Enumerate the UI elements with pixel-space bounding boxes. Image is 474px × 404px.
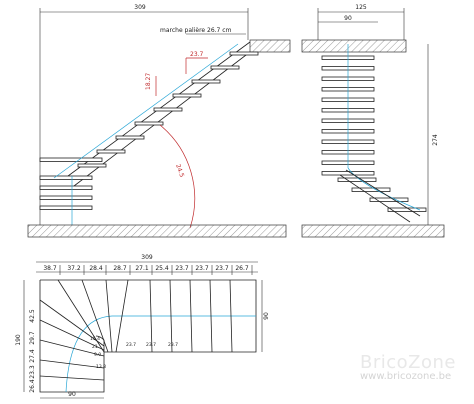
going-dim: 23.7 <box>190 51 204 58</box>
plan-tread-line <box>81 279 109 353</box>
front-tread <box>77 163 107 168</box>
plan-tread-line <box>189 279 193 353</box>
plan-winder-line <box>39 339 105 357</box>
side-tread <box>369 197 409 202</box>
front-stack-tread <box>39 205 93 210</box>
plan-tread-line <box>149 279 153 353</box>
plan-inner-dims: 15.4 21 9.0 13.8 23.7 23.7 23.7 <box>90 336 178 370</box>
front-stack-tread <box>39 157 103 162</box>
side-upper-slab <box>301 39 407 53</box>
front-tread <box>153 107 183 112</box>
plan-left-dim: 42.5 <box>29 309 36 323</box>
plan-inner-dim: 13.8 <box>96 364 106 370</box>
plan-going-label: 37.2 <box>67 265 81 272</box>
plan-going-label: 28.4 <box>89 265 103 272</box>
landing-tread-note: marche palière 26.7 cm <box>160 27 232 34</box>
watermark-name: BricoZone <box>360 352 456 373</box>
plan-winder-line <box>39 319 105 351</box>
front-tread <box>191 79 221 84</box>
upper-floor-slab <box>249 39 291 53</box>
side-ground <box>301 224 445 238</box>
plan-winder-line <box>39 359 105 369</box>
plan-tread-line <box>209 279 213 353</box>
front-tread <box>115 135 145 140</box>
side-tread <box>351 187 391 192</box>
front-elevation: 309 marche palière 26.7 cm 23.7 18.27 24… <box>27 4 291 238</box>
riser-dim: 18.27 <box>145 73 152 90</box>
plan-going-label: 28.7 <box>113 265 127 272</box>
plan-inner-dim: 9.0 <box>94 352 101 358</box>
side-tread <box>337 177 377 182</box>
plan-left-dim: 26.4 <box>29 379 36 393</box>
plan-going-label: 23.7 <box>175 265 189 272</box>
front-tread <box>172 93 202 98</box>
plan-left-dim: 29.7 <box>29 331 36 345</box>
front-tread <box>229 51 259 56</box>
front-tread <box>134 121 164 126</box>
plan-left-dims: 42.5 29.7 27.4 23.326.4 <box>29 309 36 393</box>
side-treads <box>321 55 427 212</box>
plan-inner-dim: 23.7 <box>168 342 178 348</box>
plan-going-label: 26.7 <box>235 265 249 272</box>
front-stack-tread <box>39 185 93 190</box>
plan-inner-dim: 23.7 <box>146 342 156 348</box>
side-elevation: 125 90 274 <box>301 4 445 238</box>
plan-left-dim: 23.3 <box>29 365 36 379</box>
plan-right-dim: 90 <box>263 312 270 320</box>
side-height-dim: 274 <box>432 134 439 146</box>
plan-winder-line <box>39 375 105 381</box>
plan-tread-line <box>105 279 113 353</box>
front-winder-stack <box>39 157 103 225</box>
plan-going-labels: 38.7 37.2 28.4 28.7 27.1 25.4 23.7 23.7 23.7 26.7 <box>43 265 253 275</box>
plan-tread-line <box>169 279 173 353</box>
side-inner-dim: 90 <box>344 15 352 22</box>
plan-view: 309 38.7 37.2 28.4 28.7 27.1 25.4 23.7 23.7 23.7… <box>15 254 270 399</box>
plan-tread-line <box>115 279 129 353</box>
plan-left-total: 190 <box>15 334 22 346</box>
plan-winder-line <box>39 299 105 347</box>
plan-inner-dim: 15.4 <box>90 336 100 342</box>
plan-going-label: 27.1 <box>135 265 149 272</box>
front-tread <box>96 149 126 154</box>
plan-inner-dim: 23.7 <box>126 342 136 348</box>
front-stack-tread <box>39 175 93 180</box>
plan-going-label: 23.7 <box>195 265 209 272</box>
plan-bottom-dim: 90 <box>68 391 76 398</box>
bricozone-watermark: BricoZone www.bricozone.be <box>360 352 470 382</box>
front-stack-tread <box>39 195 93 200</box>
plan-treads <box>39 279 233 381</box>
front-treads <box>77 51 259 168</box>
plan-going-label: 25.4 <box>155 265 169 272</box>
arc-dim: 24.5 <box>174 163 185 178</box>
front-width-dim: 309 <box>134 4 146 11</box>
front-tread <box>210 65 240 70</box>
plan-inner-dim: 21 <box>92 344 98 350</box>
plan-going-label: 38.7 <box>43 265 57 272</box>
plan-going-label: 23.7 <box>215 265 229 272</box>
front-ground <box>27 224 287 238</box>
plan-tread-line <box>229 279 233 353</box>
plan-left-dim: 27.4 <box>29 349 36 363</box>
watermark-url: www.bricozone.be <box>360 371 452 382</box>
side-tread <box>321 171 375 176</box>
plan-overall-dim: 309 <box>141 254 153 261</box>
side-width-dim: 125 <box>355 4 367 11</box>
